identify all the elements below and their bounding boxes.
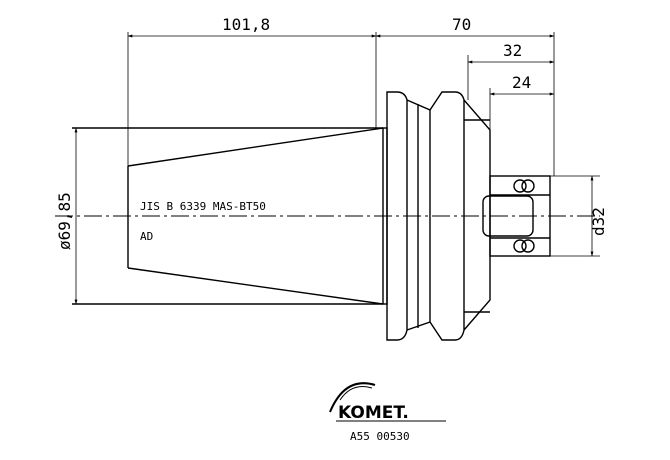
dim-taper-length: 101,8 [222,15,270,34]
logo-brand: KOMET. [338,403,409,423]
taper-body [72,127,384,305]
dim-taper-diameter: ø69,85 [55,192,74,250]
standard-note: JIS B 6339 MAS-BT50 [140,200,266,213]
shank [482,175,551,257]
dim-overall-length: 70 [452,15,471,34]
dim-bore-depth: 24 [512,73,531,92]
extension-lines [127,32,600,257]
dimension-lines [74,34,594,305]
komet-logo: KOMET. [329,382,446,423]
part-number: A55 00530 [350,430,410,443]
dim-shank-diameter: d32 [589,207,608,236]
dim-shank-length: 32 [503,41,522,60]
grade-note: AD [140,230,153,243]
